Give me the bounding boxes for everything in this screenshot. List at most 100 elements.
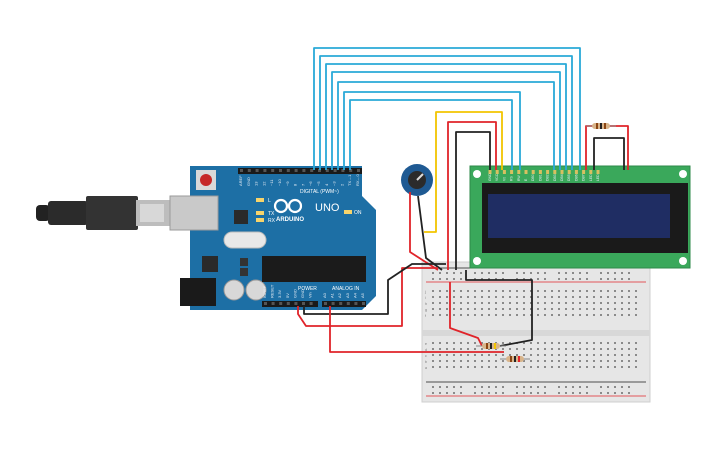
breadboard-hole[interactable]: [579, 392, 581, 394]
breadboard-hole[interactable]: [432, 272, 434, 274]
breadboard-hole[interactable]: [593, 360, 595, 362]
breadboard-hole[interactable]: [530, 308, 532, 310]
breadboard-hole[interactable]: [488, 308, 490, 310]
breadboard-hole[interactable]: [446, 348, 448, 350]
header-pin[interactable]: [318, 169, 321, 172]
breadboard-hole[interactable]: [593, 314, 595, 316]
header-pin[interactable]: [349, 169, 353, 172]
header-pin[interactable]: [271, 169, 275, 172]
breadboard-hole[interactable]: [446, 314, 448, 316]
breadboard-hole[interactable]: [628, 272, 630, 274]
breadboard-hole[interactable]: [509, 296, 511, 298]
breadboard-hole[interactable]: [572, 354, 574, 356]
breadboard-hole[interactable]: [439, 386, 441, 388]
breadboard-hole[interactable]: [523, 272, 525, 274]
breadboard-hole[interactable]: [593, 296, 595, 298]
breadboard-hole[interactable]: [621, 302, 623, 304]
breadboard-hole[interactable]: [460, 342, 462, 344]
breadboard-hole[interactable]: [453, 308, 455, 310]
breadboard-hole[interactable]: [565, 308, 567, 310]
breadboard-hole[interactable]: [495, 366, 497, 368]
breadboard-hole[interactable]: [572, 342, 574, 344]
breadboard-hole[interactable]: [432, 296, 434, 298]
breadboard-hole[interactable]: [614, 354, 616, 356]
breadboard-hole[interactable]: [607, 308, 609, 310]
breadboard-hole[interactable]: [432, 366, 434, 368]
breadboard-hole[interactable]: [495, 314, 497, 316]
breadboard-hole[interactable]: [446, 360, 448, 362]
breadboard-hole[interactable]: [453, 354, 455, 356]
breadboard-hole[interactable]: [565, 360, 567, 362]
breadboard-hole[interactable]: [544, 342, 546, 344]
breadboard-hole[interactable]: [572, 386, 574, 388]
breadboard-hole[interactable]: [516, 366, 518, 368]
breadboard-hole[interactable]: [523, 354, 525, 356]
header-pin[interactable]: [271, 302, 275, 305]
breadboard-hole[interactable]: [474, 360, 476, 362]
breadboard-hole[interactable]: [523, 392, 525, 394]
breadboard-hole[interactable]: [600, 342, 602, 344]
breadboard-hole[interactable]: [586, 366, 588, 368]
breadboard-hole[interactable]: [614, 392, 616, 394]
breadboard-hole[interactable]: [537, 392, 539, 394]
breadboard-hole[interactable]: [600, 314, 602, 316]
breadboard-hole[interactable]: [537, 348, 539, 350]
breadboard-hole[interactable]: [537, 302, 539, 304]
breadboard-hole[interactable]: [579, 342, 581, 344]
breadboard-hole[interactable]: [558, 392, 560, 394]
breadboard-hole[interactable]: [586, 278, 588, 280]
breadboard-hole[interactable]: [565, 348, 567, 350]
breadboard-hole[interactable]: [621, 348, 623, 350]
header-pin[interactable]: [331, 302, 335, 305]
breadboard-hole[interactable]: [509, 314, 511, 316]
breadboard-hole[interactable]: [467, 308, 469, 310]
breadboard-hole[interactable]: [460, 392, 462, 394]
breadboard-hole[interactable]: [530, 348, 532, 350]
breadboard-hole[interactable]: [621, 366, 623, 368]
breadboard-hole[interactable]: [439, 308, 441, 310]
breadboard-hole[interactable]: [502, 290, 504, 292]
breadboard-hole[interactable]: [579, 308, 581, 310]
breadboard-hole[interactable]: [628, 354, 630, 356]
breadboard-hole[interactable]: [614, 314, 616, 316]
breadboard-hole[interactable]: [635, 290, 637, 292]
lcd-pin[interactable]: [567, 170, 571, 174]
breadboard-hole[interactable]: [607, 366, 609, 368]
breadboard-hole[interactable]: [565, 386, 567, 388]
breadboard-hole[interactable]: [572, 302, 574, 304]
breadboard-hole[interactable]: [593, 302, 595, 304]
breadboard-hole[interactable]: [544, 348, 546, 350]
breadboard-hole[interactable]: [432, 360, 434, 362]
breadboard-hole[interactable]: [460, 272, 462, 274]
breadboard-hole[interactable]: [509, 348, 511, 350]
breadboard-hole[interactable]: [565, 392, 567, 394]
breadboard-hole[interactable]: [635, 354, 637, 356]
breadboard-hole[interactable]: [600, 348, 602, 350]
breadboard-hole[interactable]: [586, 348, 588, 350]
breadboard-hole[interactable]: [628, 290, 630, 292]
breadboard-hole[interactable]: [628, 296, 630, 298]
breadboard-hole[interactable]: [600, 296, 602, 298]
breadboard-hole[interactable]: [446, 278, 448, 280]
breadboard-hole[interactable]: [551, 354, 553, 356]
breadboard-hole[interactable]: [481, 290, 483, 292]
breadboard-hole[interactable]: [453, 386, 455, 388]
breadboard-hole[interactable]: [453, 302, 455, 304]
header-pin[interactable]: [279, 169, 282, 172]
breadboard-hole[interactable]: [614, 348, 616, 350]
breadboard-hole[interactable]: [481, 392, 483, 394]
breadboard-hole[interactable]: [635, 342, 637, 344]
breadboard-hole[interactable]: [537, 296, 539, 298]
breadboard-hole[interactable]: [488, 272, 490, 274]
breadboard-hole[interactable]: [446, 272, 448, 274]
header-pin[interactable]: [333, 169, 337, 172]
breadboard-hole[interactable]: [621, 342, 623, 344]
breadboard-hole[interactable]: [516, 302, 518, 304]
breadboard-hole[interactable]: [502, 342, 504, 344]
breadboard-hole[interactable]: [565, 342, 567, 344]
breadboard-hole[interactable]: [502, 386, 504, 388]
breadboard-hole[interactable]: [537, 366, 539, 368]
breadboard-hole[interactable]: [446, 386, 448, 388]
breadboard-hole[interactable]: [530, 392, 532, 394]
lcd-pin[interactable]: [488, 170, 492, 174]
